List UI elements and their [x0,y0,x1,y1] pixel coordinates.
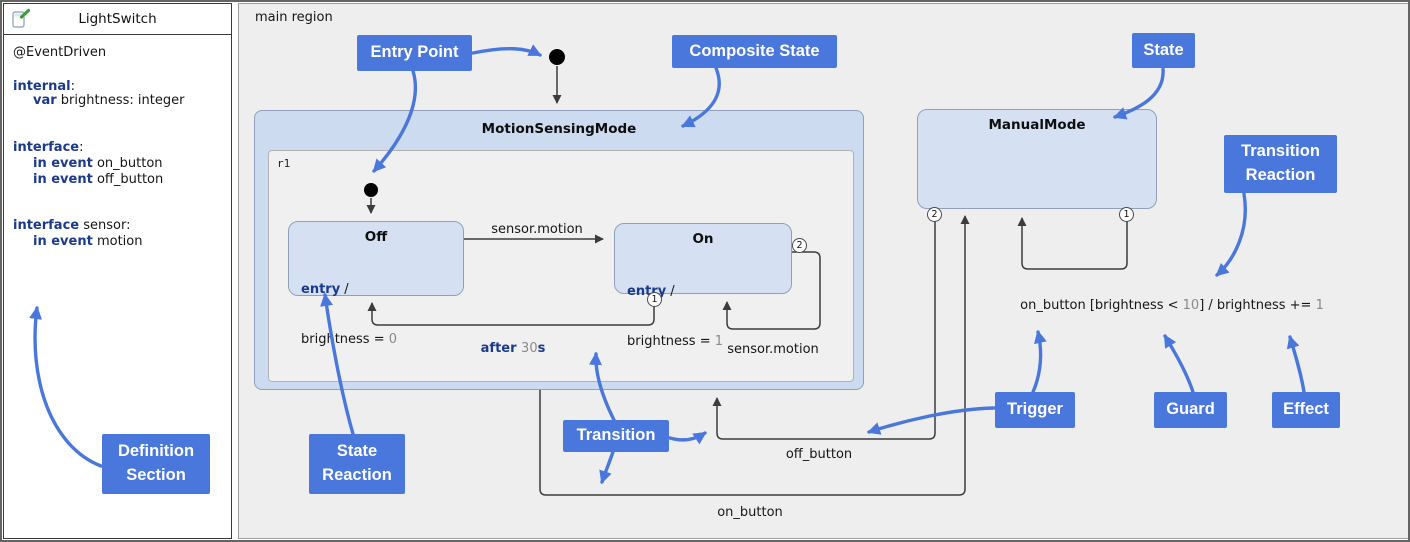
priority-badge-on-after[interactable]: 1 [647,292,662,307]
priority-badge-manual-off[interactable]: 2 [927,207,942,222]
state-title: On [692,231,714,247]
transition-label-on-button-guard-effect[interactable]: on_button [brightness < 10] / brightness… [1020,298,1324,313]
priority-badge-manual-self[interactable]: 1 [1119,207,1134,222]
annotation-entry-point[interactable]: Entry Point [357,35,472,71]
definition-line-interface: interface: [13,140,84,155]
state-title: Off [364,229,388,245]
state-on[interactable]: On entry / brightness = 1 [614,223,792,349]
transition-label-after-30s[interactable]: after 30s [480,341,546,356]
annotation-state-reaction[interactable]: State Reaction [309,434,405,494]
annotation-effect[interactable]: Effect [1272,392,1340,428]
state-on-entry-reaction-line1: entry / [627,284,675,299]
annotation-definition-section[interactable]: Definition Section [102,434,210,494]
statechart-edit-icon [12,8,31,28]
region-name-label: r1 [277,157,291,170]
definition-line-event-motion: in event motion [33,234,143,249]
definition-line-internal: internal: [13,79,76,94]
priority-badge-on-self[interactable]: 2 [792,238,807,253]
transition-label-sensor-motion[interactable]: sensor.motion [491,222,583,237]
annotation-composite-state[interactable]: Composite State [672,35,837,68]
state-off-entry-reaction-line2: brightness = 0 [301,331,398,347]
annotation-transition[interactable]: Transition [563,420,669,452]
annotation-state[interactable]: State [1132,33,1195,68]
annotation-transition-reaction[interactable]: Transition Reaction [1224,135,1337,193]
state-title: MotionSensingMode [481,121,637,137]
annotation-trigger[interactable]: Trigger [995,392,1075,428]
statechart-title: LightSwitch [78,11,157,27]
transition-label-on-button[interactable]: on_button [717,505,783,520]
annotation-guard[interactable]: Guard [1154,392,1227,428]
state-off-entry-reaction-line1: entry / [301,282,349,297]
definition-panel-header: LightSwitch [4,4,231,35]
transition-label-off-button[interactable]: off_button [785,447,853,462]
definition-line-event-off-button: in event off_button [33,172,164,187]
transition-label-sensor-motion-self[interactable]: sensor.motion [727,342,819,357]
state-title: ManualMode [988,117,1086,133]
definition-line-var-brightness: var brightness: integer [33,93,185,108]
definition-line-annotation: @EventDriven [13,45,107,60]
definition-line-interface-sensor: interface sensor: [13,218,131,233]
state-manual-mode[interactable]: ManualMode [917,109,1157,209]
state-off[interactable]: Off entry / brightness = 0 [288,221,464,347]
definition-line-event-on-button: in event on_button [33,156,163,171]
main-region-label: main region [255,10,333,25]
